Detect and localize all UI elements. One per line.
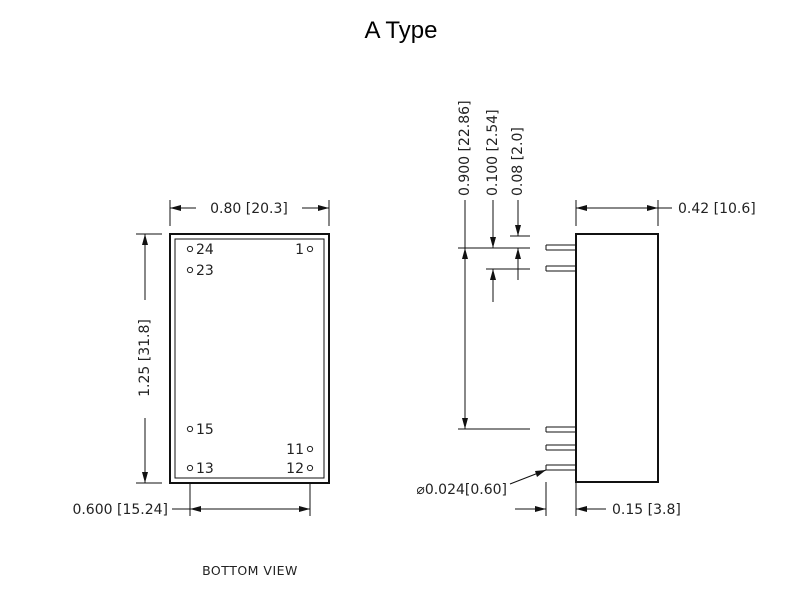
pin-label-11: 11 xyxy=(286,442,304,458)
pitch-dimension-label: 0.100 [2.54] xyxy=(485,109,501,196)
pin-hole-13 xyxy=(186,464,194,472)
bottom-view-caption: BOTTOM VIEW xyxy=(202,563,298,578)
pin-hole-1 xyxy=(306,245,314,253)
pin-diameter-label: ⌀0.024[0.60] xyxy=(416,482,507,498)
width-dimension: 0.80 [20.3] xyxy=(169,200,330,226)
span-dimension-label: 0.900 [22.86] xyxy=(457,100,473,196)
row-spacing-dimension-label: 0.600 [15.24] xyxy=(72,502,168,518)
pin-hole-11 xyxy=(306,445,314,453)
pin-label-15: 15 xyxy=(196,422,214,438)
pin-hole-12 xyxy=(306,464,314,472)
module-inner-outline xyxy=(174,238,325,479)
drawing-title: A Type xyxy=(365,17,438,44)
pin-length-dimension: 0.15 [3.8] xyxy=(515,482,681,518)
span-dimension: 0.900 [22.86] xyxy=(457,100,473,429)
offset-dimension: 0.08 [2.0] xyxy=(510,127,526,280)
bottom-view: 24 23 1 15 11 13 12 0.80 [20.3] xyxy=(72,200,330,578)
pin-label-12: 12 xyxy=(286,461,304,477)
pin-hole-15 xyxy=(186,425,194,433)
pin-hole-24 xyxy=(186,245,194,253)
pitch-dimension: 0.100 [2.54] xyxy=(485,109,501,302)
depth-dimension: 0.42 [10.6] xyxy=(575,200,756,226)
pin-label-24: 24 xyxy=(196,242,214,258)
row-spacing-dimension: 0.600 [15.24] xyxy=(72,483,311,518)
side-pins xyxy=(545,244,576,471)
height-dimension-label: 1.25 [31.8] xyxy=(137,319,153,397)
side-view: 0.42 [10.6] 0.900 [22.86] 0.100 [2.54] xyxy=(416,100,755,518)
module-body-side xyxy=(575,233,659,483)
pin-label-23: 23 xyxy=(196,263,214,279)
pin-length-label: 0.15 [3.8] xyxy=(612,502,681,518)
pin-diameter-callout: ⌀0.024[0.60] xyxy=(416,469,547,498)
pin-hole-23 xyxy=(186,266,194,274)
width-dimension-label: 0.80 [20.3] xyxy=(210,201,288,217)
depth-dimension-label: 0.42 [10.6] xyxy=(678,201,756,217)
pin-label-13: 13 xyxy=(196,461,214,477)
pin-label-1: 1 xyxy=(295,242,304,258)
height-dimension: 1.25 [31.8] xyxy=(136,233,162,484)
module-outline xyxy=(169,233,330,484)
offset-dimension-label: 0.08 [2.0] xyxy=(510,127,526,196)
